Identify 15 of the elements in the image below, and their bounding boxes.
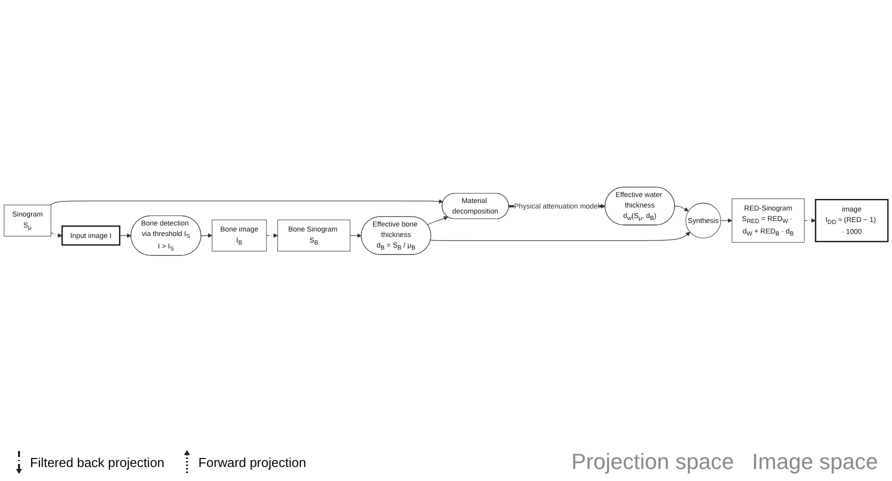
arrow — [200, 234, 212, 238]
arrow — [430, 232, 690, 242]
legend-text: Forward projection — [198, 454, 306, 470]
arrow — [804, 218, 816, 224]
arrow — [427, 216, 448, 226]
arrow — [266, 234, 278, 238]
arrow — [350, 234, 362, 238]
region-label: Projection space — [571, 449, 734, 475]
arrow — [50, 232, 62, 238]
arrow — [720, 218, 732, 224]
arrow — [674, 206, 689, 212]
arrow — [119, 234, 132, 238]
arrow — [50, 199, 444, 206]
legend-text: Filtered back projection — [30, 454, 164, 470]
region-label: Image space — [752, 449, 878, 475]
